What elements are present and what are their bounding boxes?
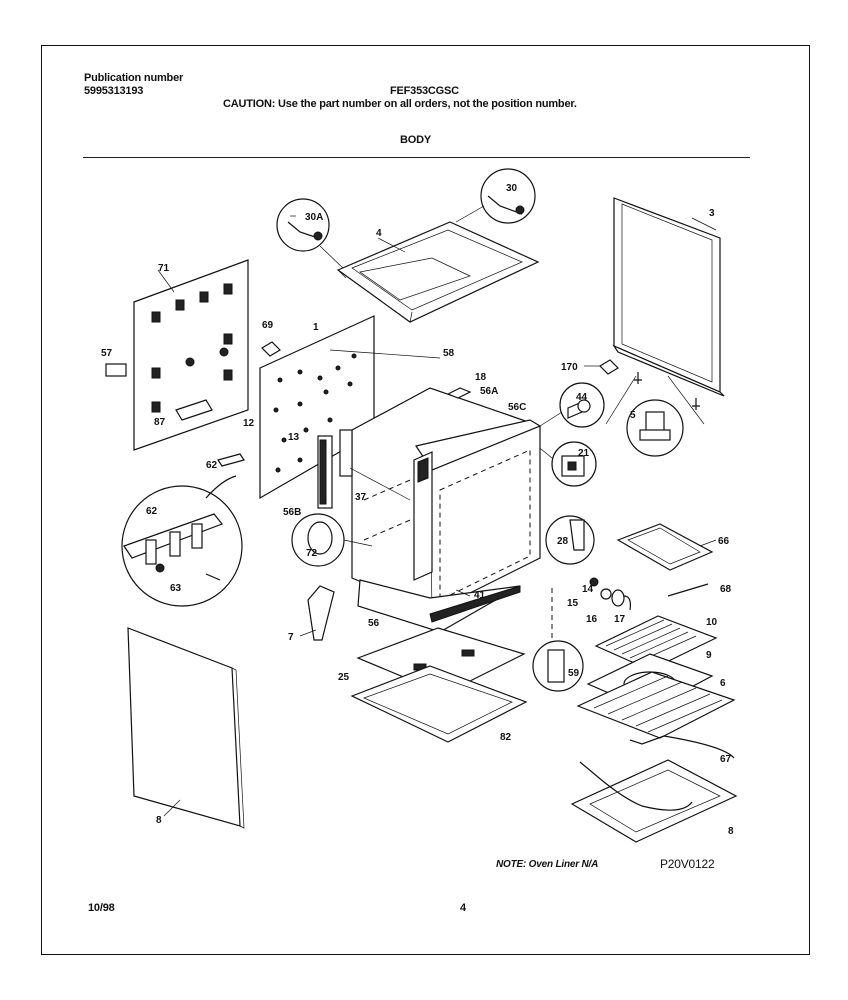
callout-56c: 56C — [508, 402, 526, 413]
top-panel: 4 — [336, 221, 540, 323]
callout-16: 16 — [586, 614, 598, 625]
callout-62-detail: 62 — [146, 506, 158, 517]
callout-170: 170 — [561, 362, 578, 373]
callout-56: 56 — [368, 618, 380, 629]
callout-71: 71 — [158, 263, 170, 274]
oven-body: 37 18 56A 56C 56B 56 41 — [283, 372, 542, 633]
callout-62: 62 — [206, 460, 218, 471]
publication-label: Publication number — [84, 72, 184, 84]
callout-18: 18 — [475, 372, 487, 383]
callout-63: 63 — [170, 583, 182, 594]
callout-8-left: 8 — [156, 815, 162, 826]
callout-7: 7 — [288, 632, 294, 643]
callout-28: 28 — [557, 536, 569, 547]
page-border — [41, 45, 810, 955]
drawing-id: P20V0122 — [660, 857, 715, 871]
detail-30a: 30A — [276, 198, 346, 271]
element-66: 66 68 — [616, 523, 732, 597]
hinge-7: 7 — [288, 585, 335, 643]
callout-56b: 56B — [283, 507, 301, 518]
footer-note: NOTE: Oven Liner N/A — [496, 859, 599, 870]
callout-57: 57 — [101, 348, 113, 359]
callout-6: 6 — [720, 678, 726, 689]
callout-68: 68 — [720, 584, 732, 595]
callout-66: 66 — [718, 536, 730, 547]
callout-4: 4 — [376, 228, 382, 239]
callout-56a: 56A — [480, 386, 498, 397]
callout-5: 5 — [630, 410, 636, 421]
detail-62-63: 62 63 — [121, 475, 243, 607]
oven-rack: 6 — [576, 671, 736, 739]
callout-13: 13 — [288, 432, 300, 443]
header-rule — [83, 157, 750, 158]
callout-30: 30 — [506, 183, 518, 194]
callout-9: 9 — [706, 650, 712, 661]
callout-14: 14 — [582, 584, 594, 595]
bottom-panels: 25 82 — [338, 627, 528, 743]
side-panel-71: 71 57 87 — [101, 259, 249, 451]
callout-25: 25 — [338, 672, 350, 683]
callout-21: 21 — [578, 448, 590, 459]
callout-67: 67 — [720, 754, 732, 765]
publication-number: 5995313193 — [84, 85, 144, 97]
callout-8-right: 8 — [728, 826, 734, 837]
callout-59: 59 — [568, 668, 580, 679]
page-number: 4 — [460, 902, 466, 914]
bake-element: 67 — [629, 735, 735, 765]
callout-44: 44 — [576, 392, 588, 403]
callout-82: 82 — [500, 732, 512, 743]
callout-15: 15 — [567, 598, 579, 609]
bottom-tray: 8 — [570, 759, 738, 843]
detail-44: 44 — [539, 382, 605, 428]
callout-12: 12 — [243, 418, 255, 429]
detail-30: 30 — [455, 168, 536, 224]
section-title: BODY — [400, 134, 431, 146]
back-panel: 3 — [612, 197, 725, 397]
callout-17: 17 — [614, 614, 626, 625]
small-parts: 14 15 16 17 — [567, 577, 631, 625]
detail-59: 59 — [532, 588, 584, 692]
callout-3: 3 — [709, 208, 715, 219]
side-panel-8: 8 — [127, 627, 245, 829]
callout-72: 72 — [306, 548, 318, 559]
control-panel: 69 1 12 13 62 58 — [206, 315, 455, 509]
model-number: FEF353CGSC — [390, 85, 459, 97]
detail-5: 5 — [605, 375, 705, 457]
callout-69: 69 — [262, 320, 274, 331]
bracket-170: 170 — [561, 359, 700, 410]
callout-58: 58 — [443, 348, 455, 359]
callout-37: 37 — [355, 492, 367, 503]
callout-41: 41 — [474, 590, 486, 601]
caution-text: CAUTION: Use the part number on all orde… — [223, 98, 577, 110]
detail-28: 28 — [545, 515, 595, 565]
callout-87: 87 — [154, 417, 166, 428]
callout-30a: 30A — [305, 212, 323, 223]
detail-72: 72 — [291, 513, 373, 567]
callout-1: 1 — [313, 322, 319, 333]
footer-date: 10/98 — [88, 902, 115, 914]
callout-10: 10 — [706, 617, 718, 628]
